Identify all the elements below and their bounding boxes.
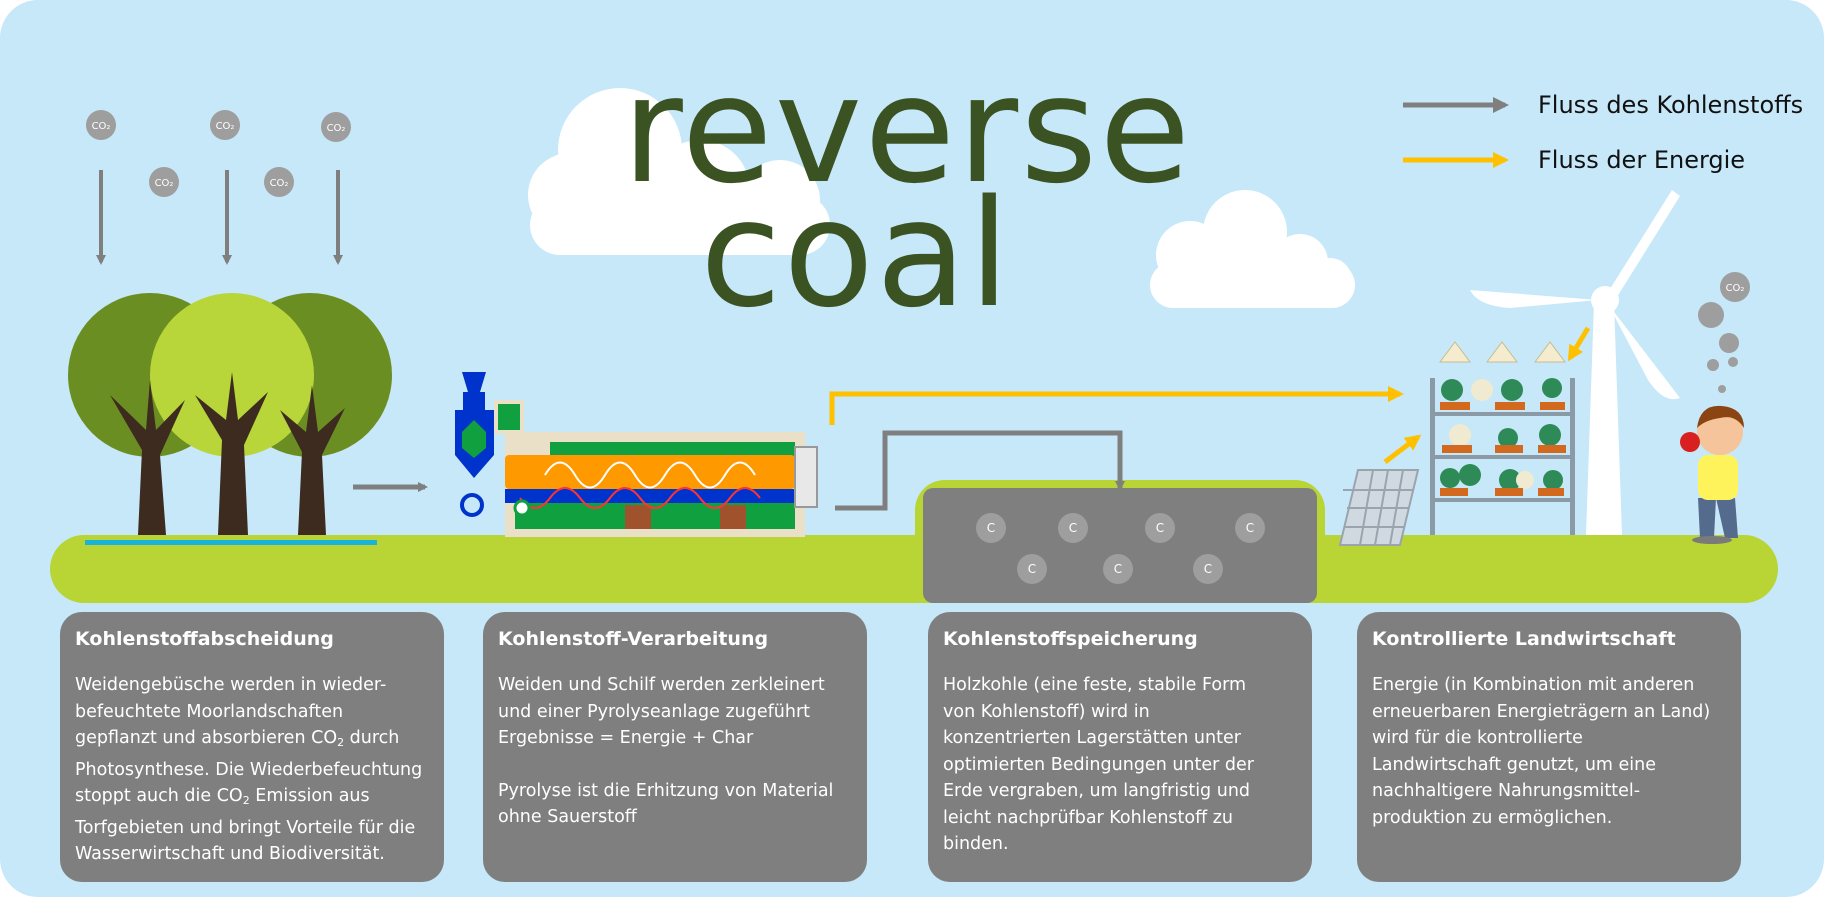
card-text-line: erneuerbaren Energieträgern an Land) [1372, 701, 1711, 722]
carbon-atom-icon: C [976, 513, 1006, 543]
svg-text:CO₂: CO₂ [327, 123, 346, 134]
co2-bubble-icon: CO₂ [264, 167, 294, 197]
wind-energy-arrow [1567, 326, 1591, 362]
card-text-line: Erde vergraben, um langfristig und [943, 781, 1251, 801]
svg-text:CO₂: CO₂ [155, 178, 174, 189]
card-text-line: optimierten Bedingungen unter der [943, 754, 1254, 775]
card-text-line: Holzkohle (eine feste, stabile Form [943, 675, 1247, 695]
card-carbon-storage: Kohlenstoffspeicherung Holzkohle (eine f… [928, 612, 1312, 882]
pyrolysis-plant-icon [455, 372, 818, 537]
card-title: Kohlenstoffspeicherung [943, 628, 1198, 650]
co2-bubble-icon: CO₂ [86, 110, 116, 140]
card-text-line: leicht nachprüfbar Kohlenstoff zu [943, 807, 1234, 828]
svg-text:C: C [1156, 521, 1164, 535]
carbon-atom-icon: C [1235, 513, 1265, 543]
carbon-atom-icon: C [1145, 513, 1175, 543]
svg-text:CO₂: CO₂ [92, 121, 111, 132]
card-paragraph: Holzkohle (eine feste, stabile Form von K… [943, 672, 1298, 858]
svg-text:C: C [1204, 562, 1212, 576]
co2-bubble-icon: CO₂ [210, 110, 240, 140]
card-text-line: Wasserwirtschaft und Biodiversität. [75, 844, 385, 864]
ground [50, 535, 1778, 603]
card-text-line: gepflanzt und absorbieren CO2 durch [75, 728, 400, 749]
card-text-line: von Kohlenstoff) wird in [943, 701, 1150, 722]
tree-icon [68, 293, 392, 535]
card-text-line: Energie (in Kombination mit anderen [1372, 675, 1695, 695]
svg-text:CO₂: CO₂ [270, 178, 289, 189]
card-paragraph: Pyrolyse ist die Erhitzung von Material o… [498, 778, 853, 831]
waterline [85, 540, 377, 545]
card-carbon-capture: Kohlenstoffabscheidung Weidengebüsche we… [60, 612, 444, 882]
greenhouse-shelf-icon [1430, 341, 1575, 535]
card-text-line: Torfgebieten und bringt Vorteile für die [75, 817, 416, 838]
card-text-line: Weidengebüsche werden in wieder- [75, 675, 387, 695]
card-text-line: wird für die kontrollierte [1372, 728, 1583, 748]
card-paragraph: Weiden und Schilf werden zerkleinert und … [498, 672, 853, 752]
energy-transfer-arrow [829, 386, 1404, 425]
card-controlled-agriculture: Kontrollierte Landwirtschaft Energie (in… [1357, 612, 1741, 882]
logo-line-reverse: reverse [622, 44, 1193, 216]
card-text-line: Pyrolyse ist die Erhitzung von Material [498, 780, 834, 801]
legend-energy-flow-label: Fluss der Energie [1538, 146, 1746, 174]
card-text-line: nachhaltigere Nahrungsmittel- [1372, 781, 1641, 801]
card-text-line: Photosynthese. Die Wiederbefeuchtung [75, 759, 423, 780]
card-text-line: Weiden und Schilf werden zerkleinert [498, 675, 825, 695]
co2-bubble-icon: CO₂ [1720, 272, 1750, 302]
card-text-line: und einer Pyrolyseanlage zugeführt [498, 701, 811, 722]
card-text-line: Landwirtschaft genutzt, um eine [1372, 754, 1657, 775]
card-text-line: ohne Sauerstoff [498, 807, 637, 827]
card-text-line: konzentrierten Lagerstätten unter [943, 728, 1241, 748]
card-text-line: binden. [943, 834, 1009, 854]
solar-energy-arrow [1383, 434, 1422, 464]
card-carbon-processing: Kohlenstoff-Verarbeitung Weiden und Schi… [483, 612, 867, 882]
svg-text:CO₂: CO₂ [216, 121, 235, 132]
card-paragraph: Energie (in Kombination mit anderen erneu… [1372, 672, 1727, 831]
person-icon [1680, 405, 1744, 544]
carbon-atom-icon: C [1103, 554, 1133, 584]
carbon-atom-icon: C [1058, 513, 1088, 543]
carbon-storage-pit [923, 488, 1317, 603]
carbon-atom-icon: C [1017, 554, 1047, 584]
card-text-line: Ergebnisse = Energie + Char [498, 728, 754, 748]
cloud-icon [528, 88, 830, 255]
char-transfer-arrow [835, 430, 1125, 511]
cloud-icon [1150, 190, 1355, 308]
svg-text:C: C [987, 521, 995, 535]
svg-text:C: C [1114, 562, 1122, 576]
card-title: Kontrollierte Landwirtschaft [1372, 628, 1676, 650]
card-text-line: stoppt auch die CO2 Emission aus [75, 786, 370, 807]
card-title: Kohlenstoff-Verarbeitung [498, 628, 769, 650]
co2-bubble-icon: CO₂ [149, 167, 179, 197]
card-text-line: produktion zu ermöglichen. [1372, 807, 1613, 828]
wind-turbine-icon [1470, 190, 1680, 535]
svg-text:C: C [1246, 521, 1254, 535]
svg-text:C: C [1028, 562, 1036, 576]
legend-carbon-flow-label: Fluss des Kohlenstoffs [1538, 91, 1804, 119]
card-paragraph: Weidengebüsche werden in wieder-befeucht… [75, 672, 430, 868]
carbon-atom-icon: C [1193, 554, 1223, 584]
solar-panel-icon [1338, 469, 1420, 546]
svg-text:C: C [1069, 521, 1077, 535]
card-title: Kohlenstoffabscheidung [75, 628, 334, 650]
emission-puffs [1698, 302, 1739, 393]
co2-bubble-icon: CO₂ [321, 112, 351, 142]
svg-text:CO₂: CO₂ [1726, 283, 1745, 294]
card-text-line: befeuchtete Moorlandschaften [75, 701, 344, 722]
logo-line-coal: coal [700, 168, 1012, 340]
